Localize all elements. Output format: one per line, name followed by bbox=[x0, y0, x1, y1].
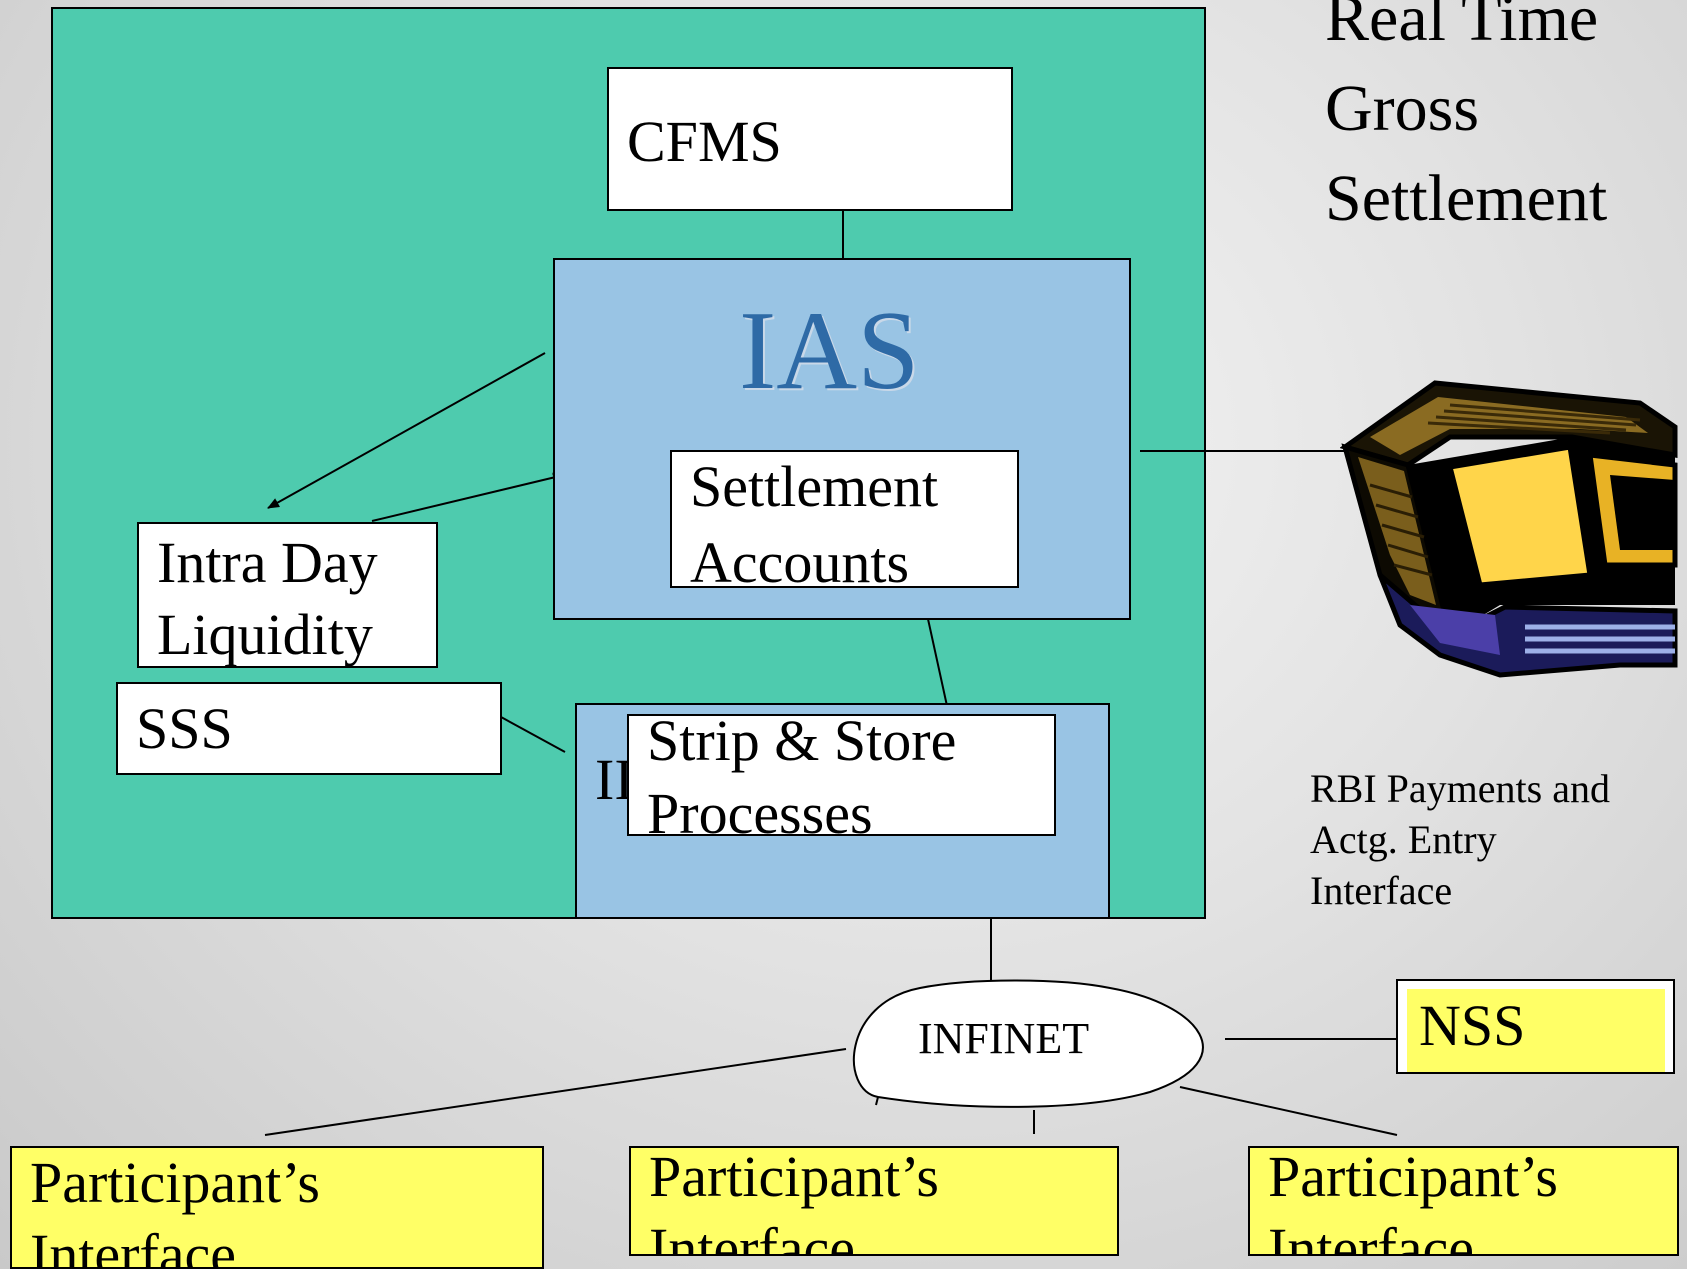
nss-box: NSS bbox=[1396, 979, 1675, 1074]
settlement-accounts-line-2: Accounts bbox=[690, 530, 910, 588]
participant-1-line-1: Participant’s bbox=[30, 1150, 320, 1215]
participant-2-line-2: Interface bbox=[649, 1216, 856, 1256]
infinet-label: INFINET bbox=[918, 1014, 1090, 1063]
sss-box: SSS bbox=[116, 682, 502, 775]
intra-day-liquidity-line-2: Liquidity bbox=[157, 602, 373, 667]
ias-to-intraday-arrow bbox=[267, 352, 546, 509]
participant-interface-2: Participant’s Interface bbox=[629, 1146, 1119, 1256]
sss-label: SSS bbox=[136, 696, 233, 761]
participant-interface-1: Participant’s Interface bbox=[10, 1146, 544, 1269]
cfms-label: CFMS bbox=[627, 109, 782, 174]
participant-1-line-2: Interface bbox=[30, 1222, 237, 1269]
intra-day-liquidity-line-1: Intra Day bbox=[157, 530, 378, 595]
strip-store-line-1: Strip & Store bbox=[647, 708, 957, 773]
intra-day-liquidity-box: Intra Day Liquidity bbox=[137, 522, 438, 668]
participant-3-line-1: Participant’s bbox=[1268, 1146, 1558, 1209]
nss-highlight bbox=[1407, 989, 1665, 1072]
sss-ii-connector bbox=[500, 716, 566, 753]
rbi-interface-label: RBI Payments and Actg. Entry Interface bbox=[1310, 763, 1610, 916]
title-line-2: Gross bbox=[1325, 72, 1480, 145]
infinet-participant-1-connector bbox=[264, 1048, 847, 1136]
title-line-1: Real Time bbox=[1325, 0, 1599, 55]
participant-interface-3: Participant’s Interface bbox=[1248, 1146, 1679, 1256]
ias-box: IAS bbox=[553, 258, 1131, 620]
settlement-accounts-box: Settlement Accounts bbox=[670, 450, 1019, 588]
rbi-interface-line-3: Interface bbox=[1310, 868, 1453, 913]
strip-store-line-2: Processes bbox=[647, 781, 873, 846]
ias-label: IAS bbox=[739, 289, 920, 413]
participant-3-line-2: Interface bbox=[1268, 1216, 1475, 1256]
participant-2-line-1: Participant’s bbox=[649, 1146, 939, 1209]
rbi-interface-line-2: Actg. Entry bbox=[1310, 817, 1497, 862]
computer-icon bbox=[1340, 380, 1678, 678]
cfms-box: CFMS bbox=[607, 67, 1013, 211]
title-line-3: Settlement bbox=[1325, 162, 1608, 235]
rbi-interface-line-1: RBI Payments and bbox=[1310, 766, 1610, 811]
infinet-participant-3-connector bbox=[1179, 1086, 1398, 1136]
nss-label: NSS bbox=[1419, 993, 1526, 1058]
ias-strip-connector bbox=[927, 618, 950, 716]
settlement-accounts-line-1: Settlement bbox=[690, 454, 939, 519]
strip-store-box: Strip & Store Processes bbox=[627, 708, 1056, 846]
page-title: Real Time Gross Settlement bbox=[1325, 0, 1607, 244]
intraday-to-ias-arrow bbox=[371, 472, 565, 522]
infinet-bubble bbox=[852, 979, 1204, 1108]
